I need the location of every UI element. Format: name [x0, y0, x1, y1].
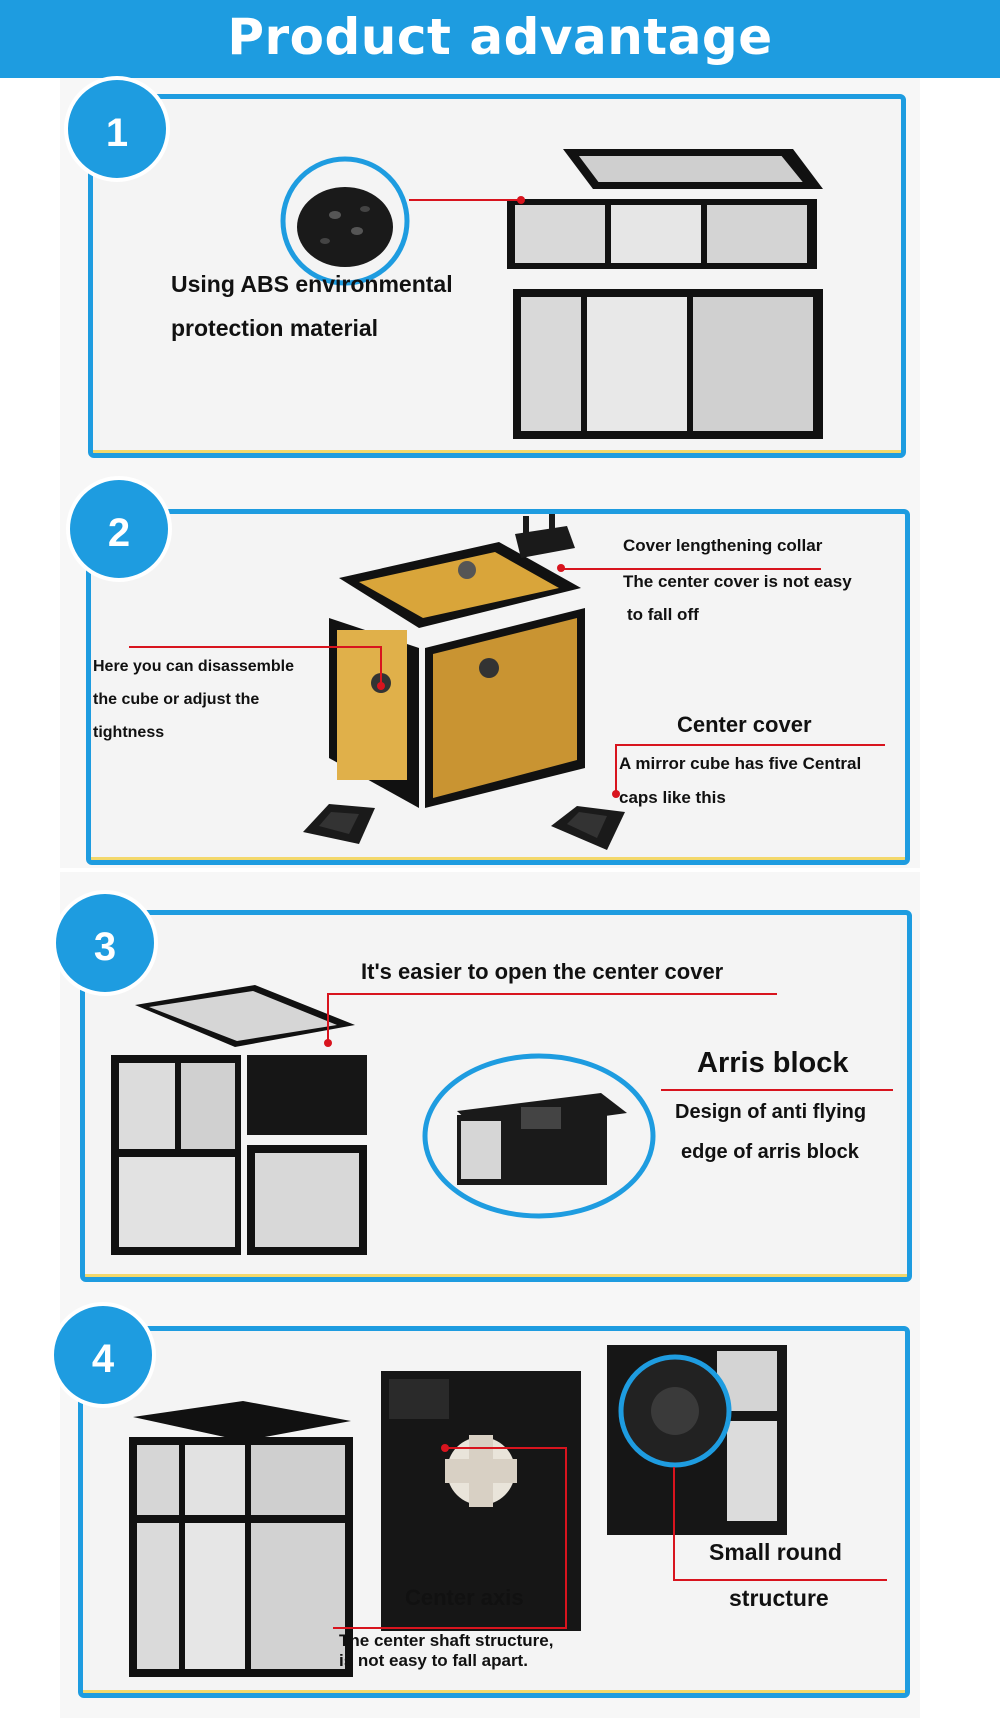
mirror-cube-silver-image [507, 149, 823, 439]
section-1-number-badge: 1 [64, 76, 170, 182]
section-2-number-badge: 2 [66, 476, 172, 582]
arris-block-image [422, 1053, 656, 1219]
leader-dot-1 [517, 196, 525, 204]
small-round-label: Small round [709, 1539, 842, 1565]
leader-dot-disassemble [377, 682, 385, 690]
shaft-line-1: The center shaft structure, [339, 1631, 554, 1650]
leader-dot-collar [557, 564, 565, 572]
arris-line-2: edge of arris block [681, 1141, 859, 1163]
disassemble-line-2: the cube or adjust the [93, 691, 260, 708]
center-axis-label: Center axis [405, 1585, 524, 1610]
center-cap-left-image [303, 804, 375, 844]
leader-line-axis-v [565, 1447, 567, 1627]
collar-title: Cover lengthening collar [623, 536, 823, 555]
leader-line-round-h [673, 1579, 887, 1581]
abs-label-line-1: Using ABS environmental [171, 271, 453, 297]
leader-line-disassemble-v [380, 646, 382, 686]
leader-line-collar [561, 568, 821, 570]
abs-label-line-2: protection material [171, 315, 379, 341]
leader-line-round-v [673, 1467, 675, 1581]
disassemble-line-1: Here you can disassemble [93, 658, 294, 675]
mirror-cube-open-image [111, 985, 367, 1255]
center-cover-line-2: caps like this [619, 788, 726, 807]
leader-line-disassemble-h [129, 646, 382, 648]
section-4-number-badge: 4 [50, 1302, 156, 1408]
arris-block-title: Arris block [697, 1047, 849, 1079]
small-round-structure-image [607, 1345, 787, 1535]
leader-line-open-cover-v [327, 993, 329, 1041]
collar-line-3: to fall off [627, 605, 699, 624]
section-3-panel: It's easier to open the center cover Arr… [80, 910, 912, 1282]
shaft-line-2: is not easy to fall apart. [339, 1651, 528, 1670]
mirror-cube-front-image [129, 1401, 353, 1677]
leader-dot-center-cover [612, 790, 620, 798]
leader-line-center-cover-v [615, 744, 617, 792]
section-3-number-badge: 3 [52, 890, 158, 996]
page-title: Product advantage [0, 0, 1000, 78]
abs-pellets-image [280, 156, 410, 286]
leader-dot-axis [441, 1444, 449, 1452]
leader-line-1 [409, 199, 521, 201]
center-cap-right-image [551, 806, 625, 850]
collar-line-2: The center cover is not easy [623, 572, 852, 591]
leader-line-open-cover-h [327, 993, 777, 995]
section-2-panel: Cover lengthening collar The center cove… [86, 509, 910, 865]
leader-line-axis-bottom [333, 1627, 567, 1629]
center-cover-title: Center cover [677, 712, 812, 737]
disassemble-line-3: tightness [93, 724, 165, 741]
center-cap-top-image [515, 514, 575, 558]
section-1-panel: Using ABS environmental protection mater… [88, 94, 906, 458]
center-axis-cube-image [381, 1371, 581, 1631]
leader-line-center-cover-h [615, 744, 885, 746]
arris-line-1: Design of anti flying [675, 1101, 867, 1123]
leader-line-axis-h [445, 1447, 567, 1449]
leader-dot-open-cover [324, 1039, 332, 1047]
structure-label: structure [729, 1585, 829, 1611]
mirror-cube-gold-image [329, 542, 585, 808]
center-cover-line-1: A mirror cube has five Central [619, 754, 862, 773]
section-4-panel: Center axis The center shaft structure, … [78, 1326, 910, 1698]
leader-line-arris [661, 1089, 893, 1091]
open-cover-label: It's easier to open the center cover [361, 959, 724, 984]
